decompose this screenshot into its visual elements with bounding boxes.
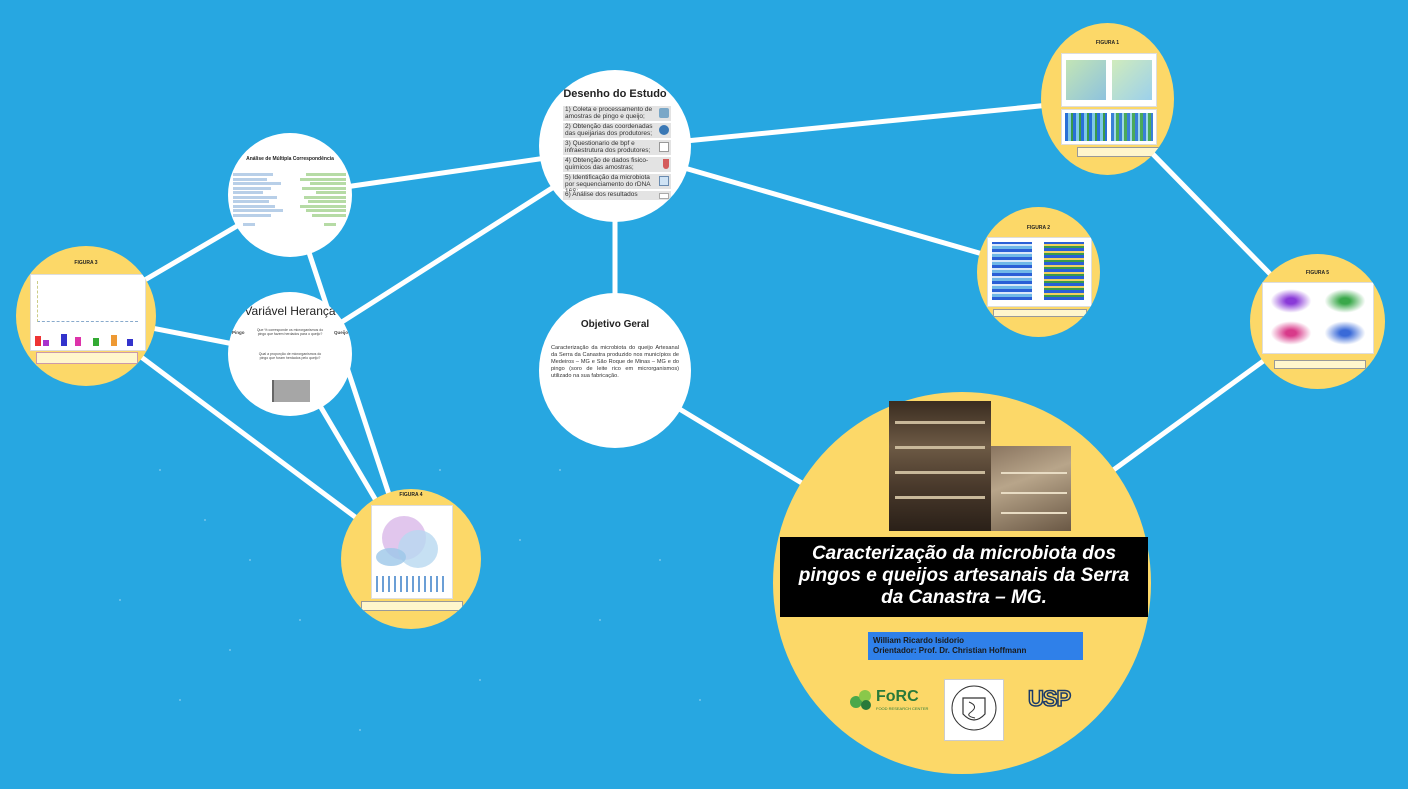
step-4-text: 4) Obtenção de dados fisico-químicos das… [565, 157, 649, 171]
step-5: 5) Identificação da microbiota por seque… [563, 174, 671, 195]
figura-1-label: FIGURA 1 [1095, 40, 1120, 46]
step-3: 3) Questionario de bpf e infraestrutura … [563, 140, 671, 155]
heranca-col-right: Queijo [333, 330, 348, 335]
advisor-name: Orientador: Prof. Dr. Christian Hoffmann [873, 645, 1027, 655]
heranca-question-1: Que % corresponde os microrganismos do p… [256, 328, 324, 336]
figura-1-caption [1077, 147, 1159, 157]
objetivo-title: Objetivo Geral [580, 319, 650, 330]
globe-icon [659, 125, 669, 135]
analise-title: Análise de Múltipla Correspondência [246, 156, 334, 162]
heranca-col-left: Pingo [232, 330, 245, 335]
figura-2-label: FIGURA 2 [1026, 225, 1051, 231]
desenho-estudo-node[interactable]: Desenho do Estudo 1) Coleta e processame… [539, 70, 691, 222]
document-icon [659, 142, 669, 152]
figura-4-chart [371, 505, 453, 599]
flask-icon [663, 159, 669, 169]
step-4: 4) Obtenção de dados fisico-químicos das… [563, 157, 671, 172]
hero-title: Caracterização da microbiota dos pingos … [780, 537, 1148, 617]
author-name: William Ricardo Isidorio [873, 636, 965, 645]
figura-5-label: FIGURA 5 [1305, 270, 1330, 276]
step-1-text: 1) Coleta e processamento de amostras de… [565, 106, 653, 120]
forc-logo-subtext: FOOD RESEARCH CENTER [876, 706, 929, 711]
figura-1-node[interactable]: FIGURA 1 [1041, 23, 1174, 175]
cheese-cellar-photo-2 [991, 446, 1071, 531]
monitor-icon [659, 176, 669, 186]
cheese-cellar-photo-1 [889, 401, 991, 531]
figura-3-chart [30, 274, 146, 351]
objetivo-text: Caracterização da microbiota do queijo A… [551, 345, 679, 379]
heranca-title: Variável Herança [244, 304, 336, 318]
figura-5-node[interactable]: FIGURA 5 [1250, 254, 1385, 389]
step-6: 6) Análise dos resultados [563, 191, 671, 200]
figura-3-label: FIGURA 3 [74, 260, 98, 266]
heranca-node[interactable]: Variável Herança Pingo Queijo Que % corr… [228, 292, 352, 416]
fcf-seal-logo [944, 679, 1004, 741]
step-6-text: 6) Análise dos resultados [565, 191, 638, 198]
heranca-question-2: Qual a proporção de microrganismos do pi… [258, 352, 322, 360]
sample-icon [659, 108, 669, 118]
step-3-text: 3) Questionario de bpf e infraestrutura … [565, 140, 651, 154]
figura-3-caption [36, 352, 138, 364]
analise-table-left [233, 173, 285, 226]
figura-1-maps [1061, 53, 1157, 107]
heranca-histogram [272, 380, 310, 402]
figura-2-caption [993, 309, 1087, 317]
desenho-title: Desenho do Estudo [563, 88, 667, 100]
figura-1-heatmaps [1061, 109, 1157, 145]
analise-table-right [294, 173, 346, 226]
forc-logo-text: FoRC [876, 688, 919, 705]
forc-logo-icon [850, 690, 871, 710]
analise-node[interactable]: Análise de Múltipla Correspondência [228, 133, 352, 257]
seal-emblem-icon [951, 685, 997, 731]
step-1: 1) Coleta e processamento de amostras de… [563, 106, 671, 121]
figura-2-heatmap [987, 237, 1092, 307]
figura-5-caption [1274, 360, 1366, 369]
figura-4-node[interactable]: FIGURA 4 [341, 489, 481, 629]
step-2-text: 2) Obtenção das coordenadas das queijari… [565, 123, 653, 137]
usp-logo: USP [1027, 685, 1072, 712]
author-box: William Ricardo Isidorio Orientador: Pro… [868, 632, 1083, 660]
forc-logo: FoRC FOOD RESEARCH CENTER [848, 686, 928, 712]
figura-2-node[interactable]: FIGURA 2 [977, 207, 1100, 337]
figura-4-label: FIGURA 4 [399, 492, 423, 498]
objetivo-node[interactable]: Objetivo Geral Caracterização da microbi… [539, 293, 691, 448]
figura-3-node[interactable]: FIGURA 3 [16, 246, 156, 386]
step-2: 2) Obtenção das coordenadas das queijari… [563, 123, 671, 138]
figura-5-scatter [1262, 282, 1374, 354]
steps-list: 1) Coleta e processamento de amostras de… [563, 106, 671, 202]
figura-4-caption [361, 601, 463, 611]
chart-icon [659, 193, 669, 199]
